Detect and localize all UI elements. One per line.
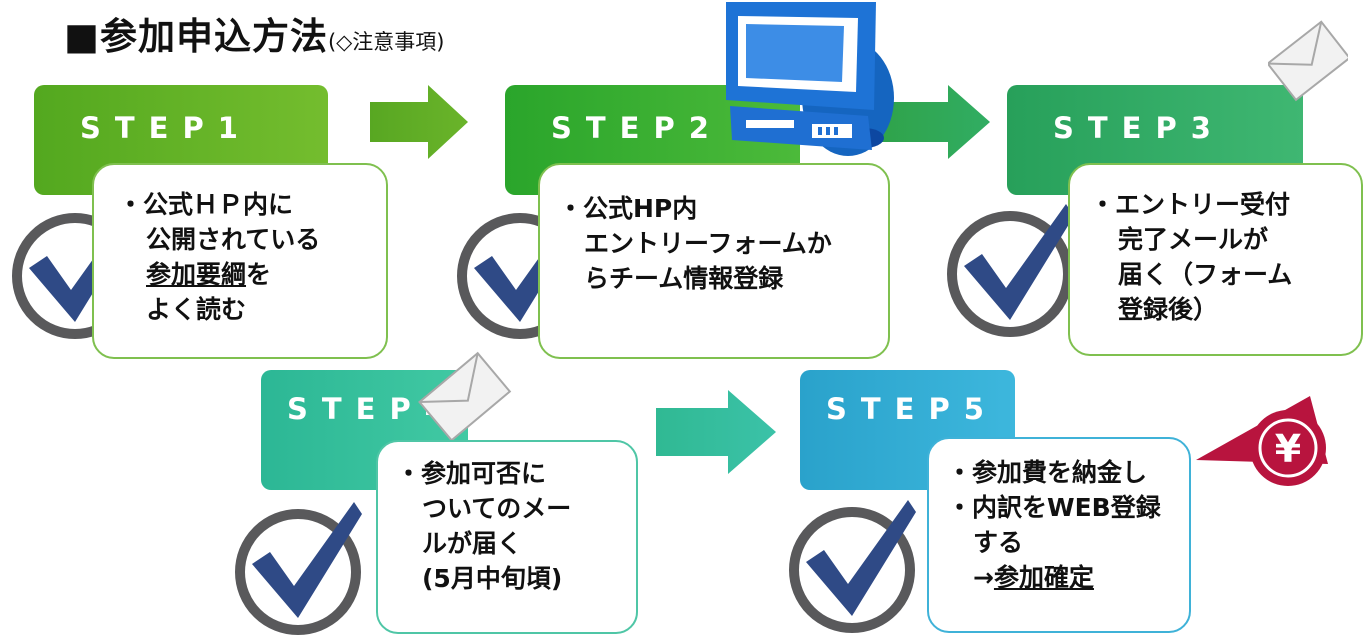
step2-line-2: エントリーフォームか xyxy=(584,229,832,258)
step1-label: STEP1 xyxy=(80,111,252,145)
checkmark-icon xyxy=(947,204,1074,337)
step5-line-2: ・内訳をWEB登録 xyxy=(947,493,1161,522)
arrow-step2-to-step3 xyxy=(880,85,990,159)
step4-line-4: (5月中旬頃) xyxy=(422,564,563,593)
confirm-link[interactable]: 参加確定 xyxy=(993,563,1094,592)
guidelines-link[interactable]: 参加要綱 xyxy=(146,260,247,289)
checkmark-icon xyxy=(235,502,362,635)
step2-label: STEP2 xyxy=(551,111,723,145)
step2-line-1: ・公式HP内 xyxy=(558,194,698,223)
step2-card-text: ・公式HP内 エントリーフォームか らチーム情報登録 xyxy=(558,191,832,296)
computer-icon xyxy=(726,2,894,156)
page-title: ■参加申込方法(◇注意事項) xyxy=(64,6,445,60)
step5-label: STEP5 xyxy=(826,392,998,426)
step4-line-1: ・参加可否に xyxy=(396,459,547,488)
step1-line-3: 参加要綱を xyxy=(146,260,272,289)
step4-line-3: ルが届く xyxy=(422,529,523,558)
step5-line-1: ・参加費を納金し xyxy=(947,458,1148,487)
step1-line-1: ・公式ＨＰ内に xyxy=(118,190,294,219)
step3-line-2: 完了メールが xyxy=(1118,225,1269,254)
step4-card-text: ・参加可否に ついてのメー ルが届く (5月中旬頃) xyxy=(396,456,571,596)
step4-label: STEP4 xyxy=(287,392,459,426)
step5-card-text: ・参加費を納金し ・内訳をWEB登録 する →参加確定 xyxy=(947,455,1161,595)
yen-icon: ¥ xyxy=(1196,396,1328,486)
step2-line-3: らチーム情報登録 xyxy=(584,264,784,293)
step3-card: ・エントリー受付 完了メールが 届く（フォーム 登録後） xyxy=(1068,163,1363,356)
envelope-icon xyxy=(418,351,512,442)
step2-card: ・公式HP内 エントリーフォームか らチーム情報登録 xyxy=(538,163,890,359)
checkmark-icon xyxy=(789,500,916,633)
step3-line-4: 登録後） xyxy=(1118,295,1219,324)
step3-line-3: 届く（フォーム xyxy=(1118,260,1293,289)
step5-line-3: する xyxy=(973,528,1024,557)
step4-line-2: ついてのメー xyxy=(422,494,572,523)
envelope-icon xyxy=(1268,20,1348,102)
step4-card: ・参加可否に ついてのメー ルが届く (5月中旬頃) xyxy=(376,440,638,634)
page-title-note: (◇注意事項) xyxy=(327,30,445,54)
step3-line-1: ・エントリー受付 xyxy=(1090,190,1291,219)
arrow-step1-to-step2 xyxy=(370,85,468,159)
step1-card-text: ・公式ＨＰ内に 公開されている 参加要綱を よく読む xyxy=(118,187,320,327)
step5-line-4: →参加確定 xyxy=(973,563,1094,592)
step3-card-text: ・エントリー受付 完了メールが 届く（フォーム 登録後） xyxy=(1090,187,1292,327)
step1-line-2: 公開されている xyxy=(146,225,321,254)
svg-text:¥: ¥ xyxy=(1275,427,1301,471)
arrow-step4-to-step5 xyxy=(656,390,776,474)
step1-card: ・公式ＨＰ内に 公開されている 参加要綱を よく読む xyxy=(92,163,388,359)
step3-label: STEP3 xyxy=(1053,111,1225,145)
step5-card: ・参加費を納金し ・内訳をWEB登録 する →参加確定 xyxy=(927,437,1191,633)
page-title-main: ■参加申込方法 xyxy=(64,15,328,58)
step1-line-4: よく読む xyxy=(146,295,247,324)
